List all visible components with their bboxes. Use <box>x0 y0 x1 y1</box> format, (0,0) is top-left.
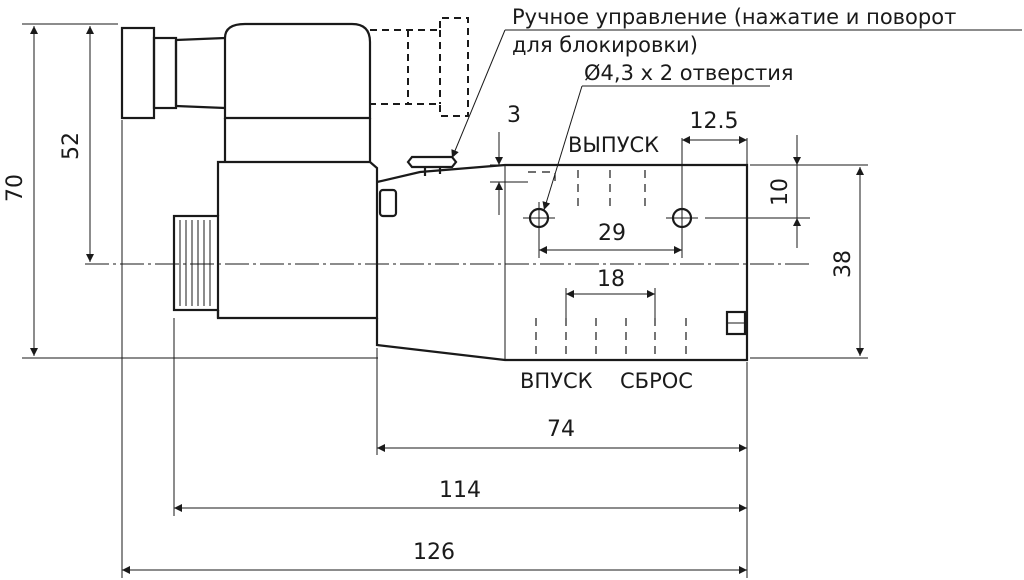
dim-74-label: 74 <box>547 417 575 442</box>
manual-override-label-1: Ручное управление (нажатие и поворот <box>512 5 956 29</box>
manual-override-callout: Ручное управление (нажатие и поворот для… <box>451 5 1022 159</box>
port-inlet-label: ВПУСК <box>520 369 593 393</box>
valve-body <box>375 155 749 362</box>
dim-10: 10 <box>768 135 801 248</box>
dim-29-label: 29 <box>598 221 626 246</box>
dim-70: 70 <box>3 26 38 356</box>
dim-52: 52 <box>59 26 94 262</box>
dim-126: 126 <box>122 540 747 574</box>
holes-callout: Ø4,3 x 2 отверстия <box>542 61 794 211</box>
holes-label: Ø4,3 x 2 отверстия <box>584 61 794 85</box>
dim-3-label: 3 <box>507 103 521 128</box>
dim-10-label: 10 <box>768 178 793 206</box>
port-exhaust-label: СБРОС <box>620 369 693 393</box>
dim-52-label: 52 <box>59 132 84 160</box>
dim-38: 38 <box>831 167 864 356</box>
dim-18: 18 <box>566 267 655 298</box>
dim-126-label: 126 <box>413 540 455 565</box>
port-outlet-label: ВЫПУСК <box>568 133 659 157</box>
extension-lines <box>22 23 868 578</box>
connector-plug <box>120 26 226 120</box>
solenoid-coil-head <box>223 22 372 163</box>
dim-70-label: 70 <box>3 174 28 202</box>
dim-38-label: 38 <box>831 250 856 278</box>
dim-12-5: 12.5 <box>682 109 747 144</box>
dim-114: 114 <box>174 478 747 512</box>
dim-114-label: 114 <box>439 478 481 503</box>
dim-74: 74 <box>377 417 747 452</box>
connector-alt-position <box>370 17 469 117</box>
knurled-nut-hatching <box>179 220 211 306</box>
dim-12-5-label: 12.5 <box>690 109 739 134</box>
manual-override-label-2: для блокировки) <box>512 33 698 57</box>
dim-29: 29 <box>539 221 682 254</box>
dim-3: 3 <box>495 103 521 215</box>
dim-18-label: 18 <box>597 267 625 292</box>
solenoid-body <box>172 160 398 320</box>
